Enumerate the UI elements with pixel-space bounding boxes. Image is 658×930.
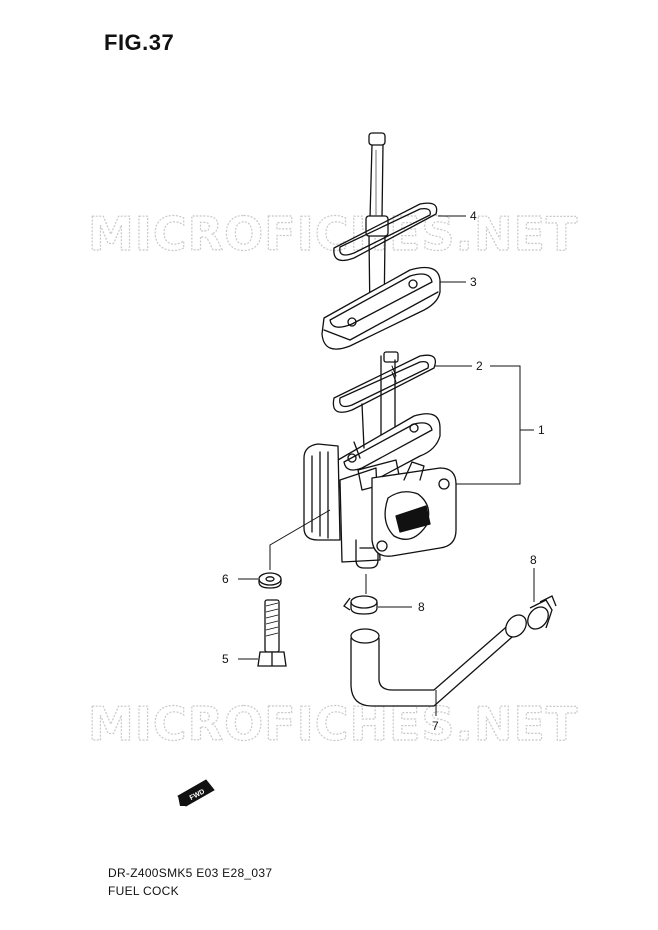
fwd-arrow-icon: FWD [177,779,215,807]
diagram-code: DR-Z400SMK5 E03 E28_037 [108,866,273,880]
watermark-bottom: MICROFICHES.NET [88,697,578,751]
bolt-part-5 [257,599,287,667]
diagram-name: FUEL COCK [108,884,179,898]
clamp-part-8-right [527,595,557,630]
callout-5: 5 [222,652,229,666]
hose-part-7 [350,614,527,707]
callout-8-right: 8 [530,553,537,567]
washer-part-6 [258,572,282,589]
fuel-cock-body-part-1 [303,403,457,569]
clamp-part-8-upper [343,595,378,615]
watermark-top: MICROFICHES.NET [88,207,578,261]
callout-1: 1 [538,423,545,437]
leader-lines [238,215,535,716]
gasket-part-4 [333,202,438,262]
gasket-part-2 [332,354,437,413]
plate-part-3 [321,266,441,350]
callout-7: 7 [432,719,439,733]
callout-2: 2 [476,359,483,373]
callout-6: 6 [222,572,229,586]
callout-3: 3 [470,275,477,289]
callout-8-upper: 8 [418,600,425,614]
figure-title: FIG.37 [104,30,175,55]
callout-4: 4 [470,209,477,223]
